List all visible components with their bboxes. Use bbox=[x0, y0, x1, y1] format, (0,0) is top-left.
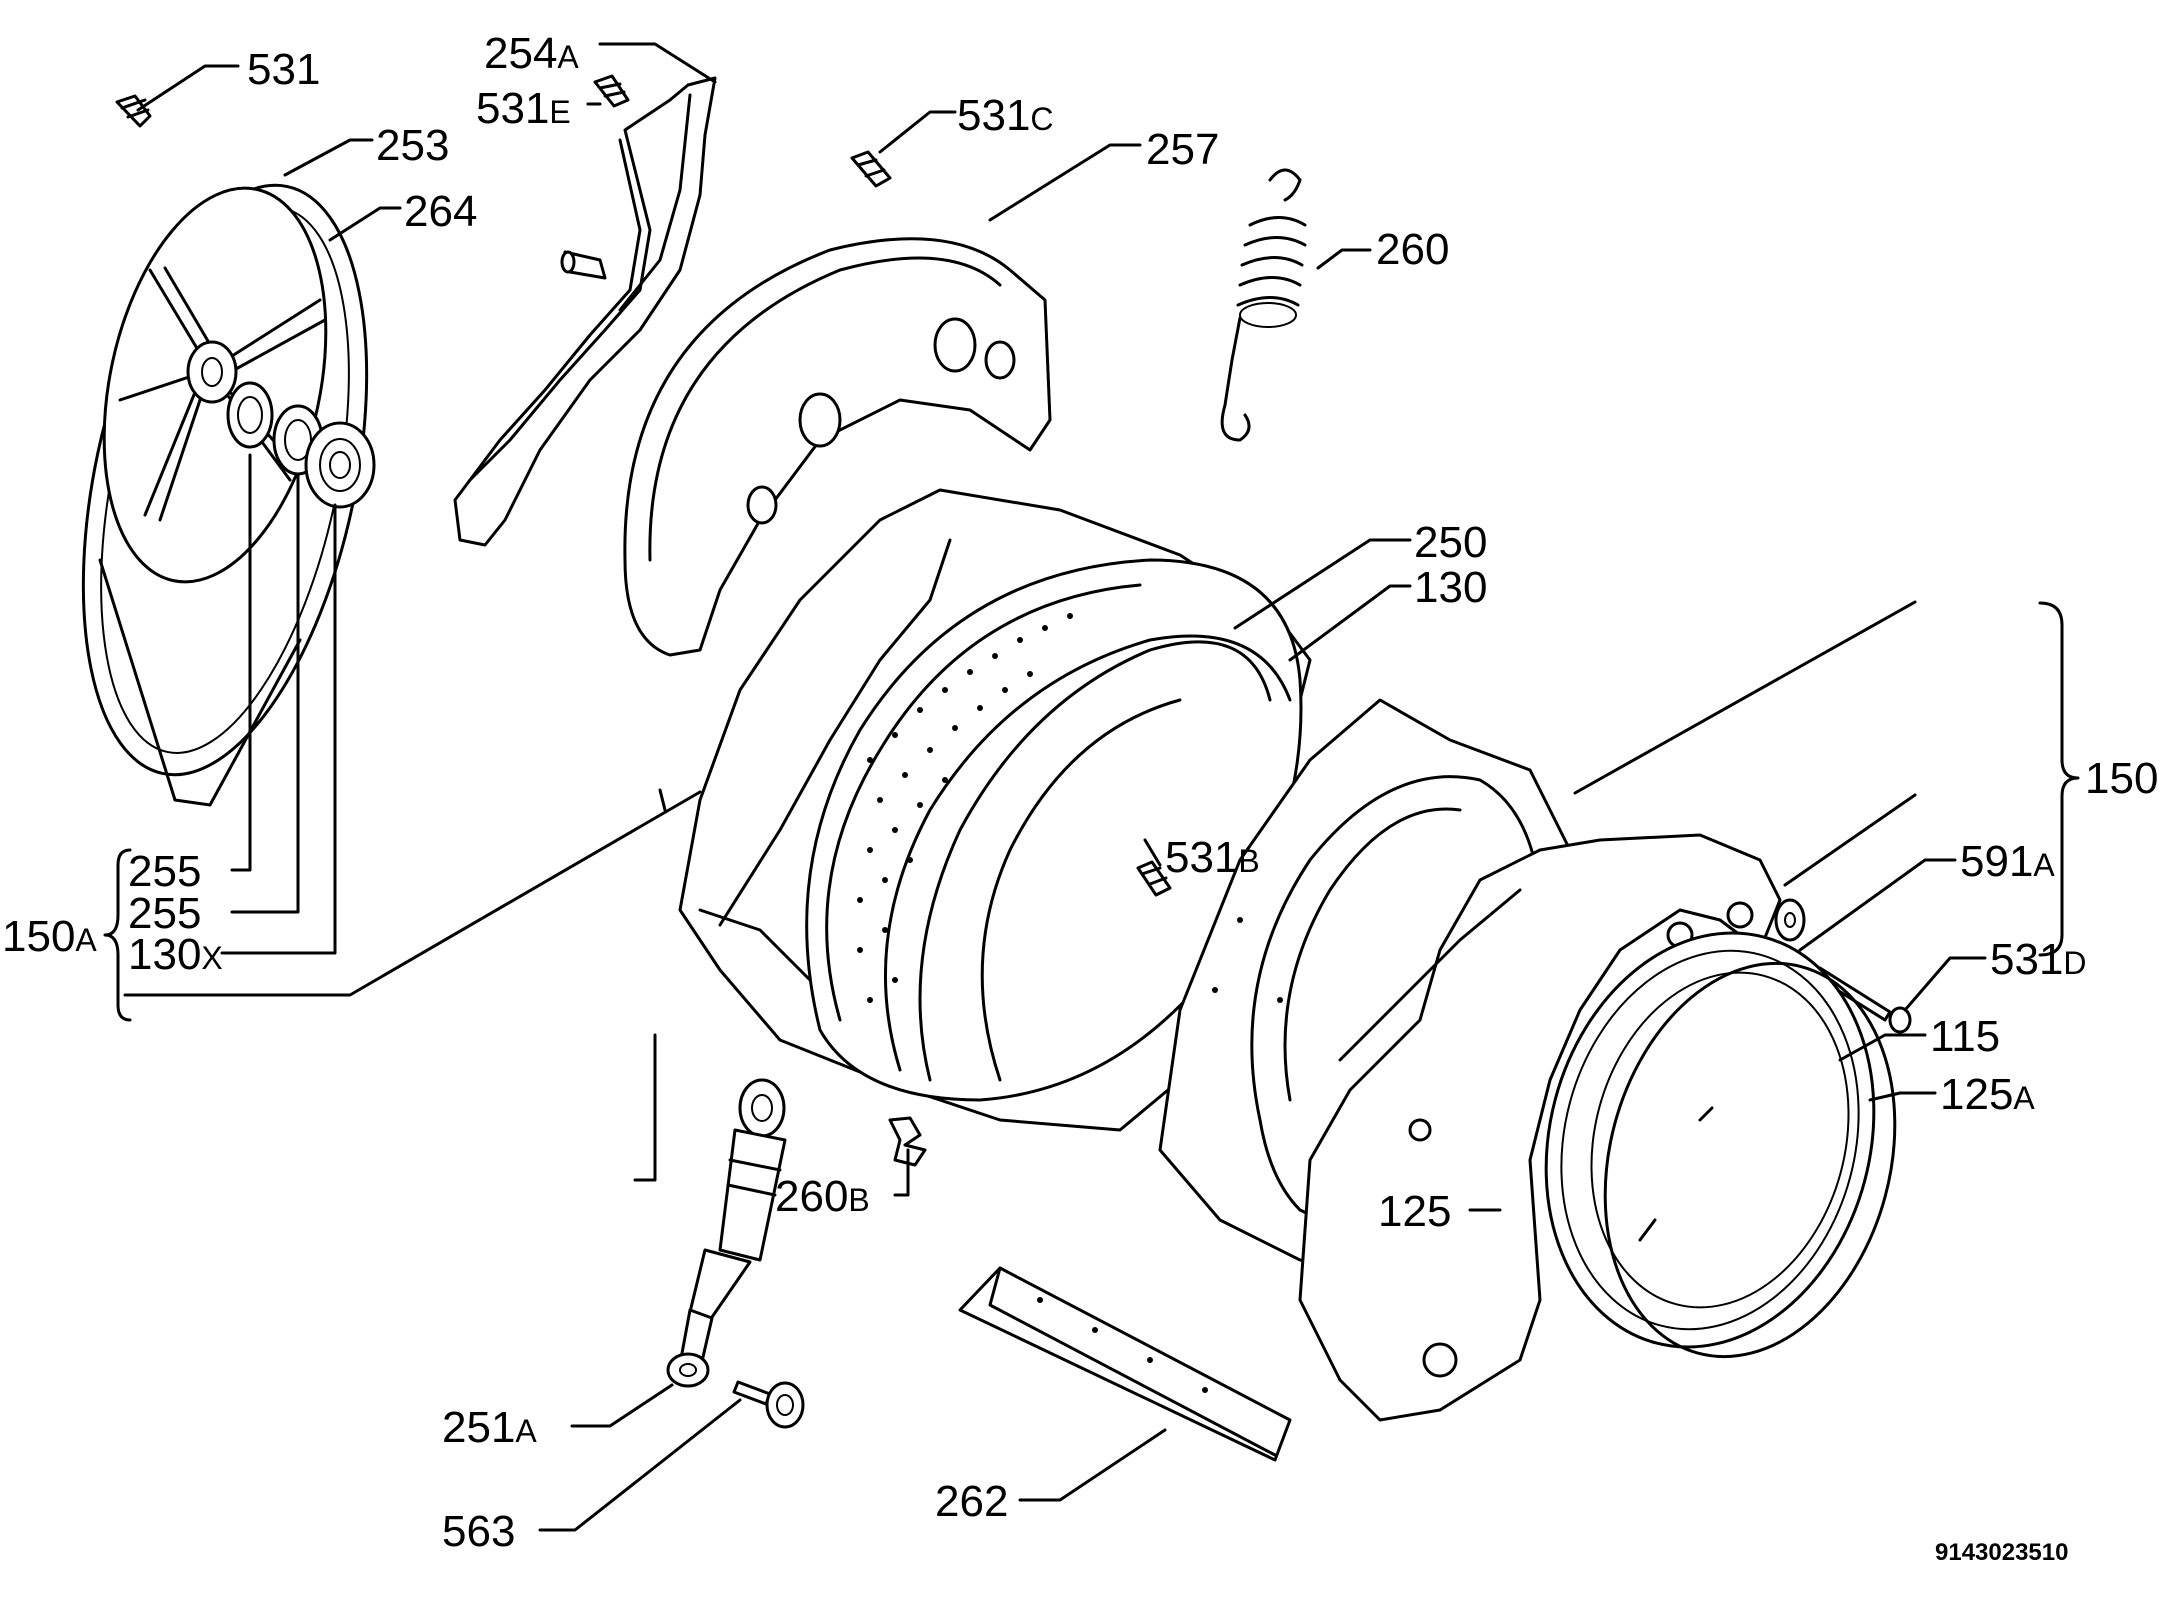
washer-591a bbox=[1774, 898, 1806, 942]
label-130: 130 bbox=[1414, 563, 1487, 612]
bracket-150a bbox=[103, 848, 132, 1022]
drum-perforation bbox=[857, 613, 1073, 1003]
label-260: 260 bbox=[1376, 225, 1449, 274]
label-264: 264 bbox=[404, 187, 477, 236]
bolt-563 bbox=[732, 1380, 805, 1429]
seal-ring-130 bbox=[883, 634, 1292, 1072]
label-253: 253 bbox=[376, 121, 449, 170]
label-254a: 254A bbox=[484, 29, 579, 78]
door-seal-115 bbox=[1544, 931, 1876, 1349]
shock-absorber-251a bbox=[666, 1078, 787, 1388]
label-115: 115 bbox=[1930, 1012, 2000, 1061]
screw-531e bbox=[593, 74, 630, 108]
rail-262 bbox=[958, 1266, 1292, 1462]
label-250: 250 bbox=[1414, 518, 1487, 567]
screw-531c bbox=[850, 150, 892, 188]
label-150: 150 bbox=[2085, 754, 2158, 803]
label-262: 262 bbox=[935, 1477, 1008, 1526]
spider-bracket-254a bbox=[453, 76, 717, 547]
pulley-253 bbox=[81, 183, 369, 807]
label-150a: 150A bbox=[2, 912, 97, 961]
label-125a: 125A bbox=[1940, 1070, 2035, 1119]
label-531e: 531E bbox=[476, 84, 571, 133]
label-251a: 251A bbox=[442, 1403, 537, 1452]
label-563: 563 bbox=[442, 1507, 515, 1556]
label-531d: 531D bbox=[1990, 935, 2087, 984]
clip-260b bbox=[888, 1116, 927, 1167]
screw-531 bbox=[115, 94, 152, 128]
label-531c: 531C bbox=[957, 91, 1054, 140]
label-255-a: 255 bbox=[128, 847, 201, 896]
drum-250 bbox=[805, 558, 1303, 1102]
part-labels: 531 254A 531E 531C 257 253 264 260 250 1… bbox=[2, 29, 2158, 1556]
label-260b: 260B bbox=[775, 1172, 870, 1221]
clamp-ring-125a bbox=[1603, 961, 1897, 1359]
screw-531b bbox=[1136, 860, 1172, 897]
label-257: 257 bbox=[1146, 125, 1219, 174]
label-255-b: 255 bbox=[128, 889, 201, 938]
counterweight-257 bbox=[623, 237, 1052, 657]
label-531b: 531B bbox=[1165, 833, 1260, 882]
bracket-150 bbox=[2038, 601, 2080, 957]
label-591a: 591A bbox=[1960, 837, 2055, 886]
spring-260 bbox=[1220, 168, 1307, 442]
leader-lines bbox=[123, 42, 1987, 1532]
document-number: 9143023510 bbox=[1935, 1539, 2068, 1566]
label-130x: 130X bbox=[128, 930, 223, 979]
label-531: 531 bbox=[247, 45, 320, 94]
label-125: 125 bbox=[1378, 1187, 1451, 1236]
